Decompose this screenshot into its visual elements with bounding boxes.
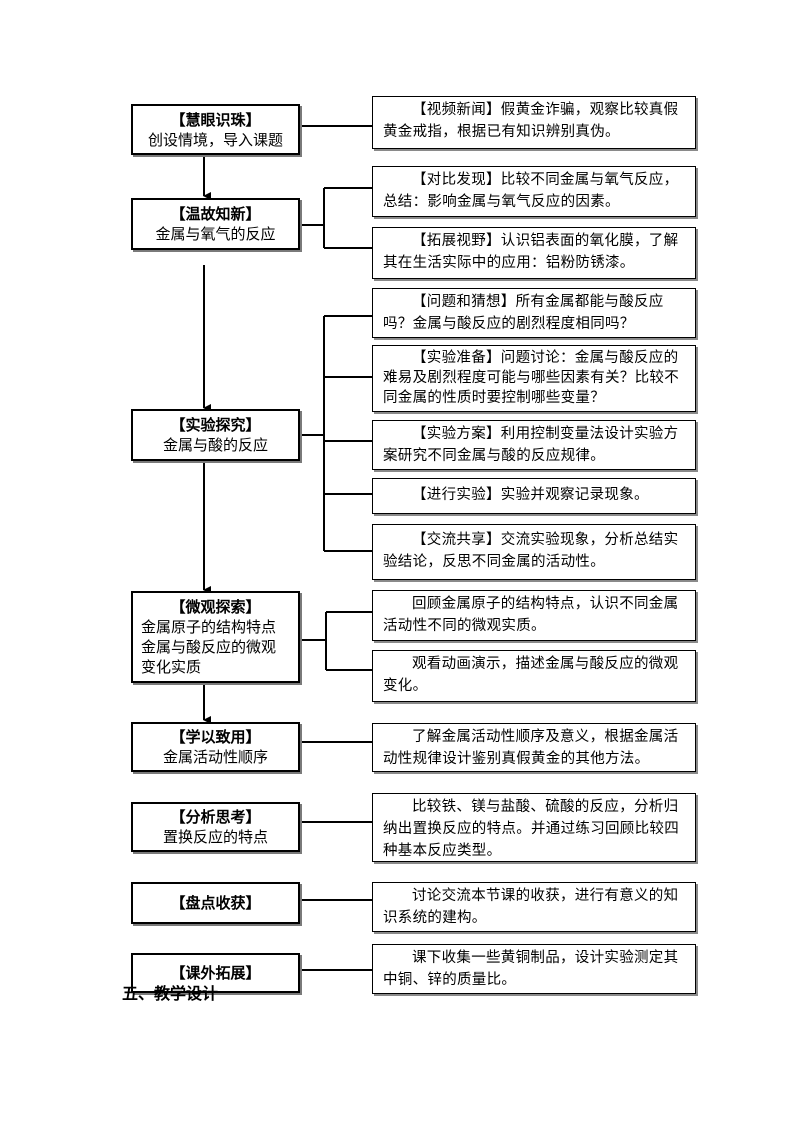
stage-subtitle: 金属与氧气的反应	[155, 225, 276, 243]
stage-subtitle: 金属原子的结构特点	[141, 618, 277, 636]
activity-box: 【实验方案】利用控制变量法设计实验方案研究不同金属与酸的反应规律。	[372, 420, 696, 470]
stage-title: 【盘点收获】	[170, 894, 261, 912]
stage-title: 【实验探究】	[170, 416, 261, 434]
activity-box: 【交流共享】交流实验现象，分析总结实验结论，反思不同金属的活动性。	[372, 524, 696, 580]
stage-subtitle: 变化实质	[141, 658, 202, 676]
stage-title: 【慧眼识珠】	[170, 110, 261, 129]
stage-subtitle: 金属与酸反应的微观	[141, 638, 277, 656]
stage-box-kewai: 【课外拓展】	[131, 953, 300, 993]
activity-box: 【问题和猜想】所有金属都能与酸反应吗？金属与酸反应的剧烈程度相同吗？	[372, 288, 696, 338]
stage-box-shiyan: 【实验探究】 金属与酸的反应	[131, 409, 300, 461]
stage-title: 【分析思考】	[170, 808, 261, 826]
stage-title: 【微观探索】	[170, 598, 261, 616]
activity-box: 【进行实验】实验并观察记录现象。	[372, 478, 696, 514]
activity-box: 【实验准备】问题讨论：金属与酸反应的难易及剧烈程度可能与哪些因素有关？比较不同金…	[372, 345, 696, 412]
activity-box: 【对比发现】比较不同金属与氧气反应，总结：影响金属与氧气反应的因素。	[372, 166, 696, 217]
activity-box: 观看动画演示，描述金属与酸反应的微观变化。	[372, 650, 696, 702]
activity-box: 比较铁、镁与盐酸、硫酸的反应，分析归纳出置换反应的特点。并通过练习回顾比较四种基…	[372, 793, 696, 862]
stage-title: 【学以致用】	[170, 728, 261, 746]
stage-title: 【课外拓展】	[170, 964, 261, 982]
stage-subtitle: 创设情境，导入课题	[147, 130, 283, 149]
activity-box: 【视频新闻】假黄金诈骗，观察比较真假黄金戒指，根据已有知识辨别真伪。	[372, 96, 696, 149]
activity-box: 【拓展视野】认识铝表面的氧化膜，了解其在生活实际中的应用：铝粉防锈漆。	[372, 227, 696, 279]
stage-box-weiguan: 【微观探索】 金属原子的结构特点 金属与酸反应的微观 变化实质	[131, 591, 300, 683]
stage-box-pandian: 【盘点收获】	[131, 882, 300, 924]
activity-box: 了解金属活动性顺序及意义，根据金属活动性规律设计鉴别真假黄金的其他方法。	[372, 723, 696, 772]
stage-title: 【温故知新】	[170, 205, 261, 223]
stage-box-xueyi: 【学以致用】 金属活动性顺序	[131, 722, 300, 772]
activity-box: 课下收集一些黄铜制品，设计实验测定其中铜、锌的质量比。	[372, 944, 696, 994]
activity-box: 回顾金属原子的结构特点，认识不同金属活动性不同的微观实质。	[372, 590, 696, 641]
activity-box: 讨论交流本节课的收获，进行有意义的知识系统的建构。	[372, 882, 696, 932]
stage-box-wengu: 【温故知新】 金属与氧气的反应	[131, 198, 300, 250]
stage-subtitle: 金属与酸的反应	[162, 436, 268, 454]
stage-subtitle: 置换反应的特点	[162, 828, 268, 846]
stage-subtitle: 金属活动性顺序	[162, 748, 268, 766]
stage-box-fenxi: 【分析思考】 置换反应的特点	[131, 802, 300, 852]
stage-box-huiyan: 【慧眼识珠】 创设情境，导入课题	[131, 104, 300, 155]
section-heading: 五、教学设计	[122, 984, 219, 1003]
